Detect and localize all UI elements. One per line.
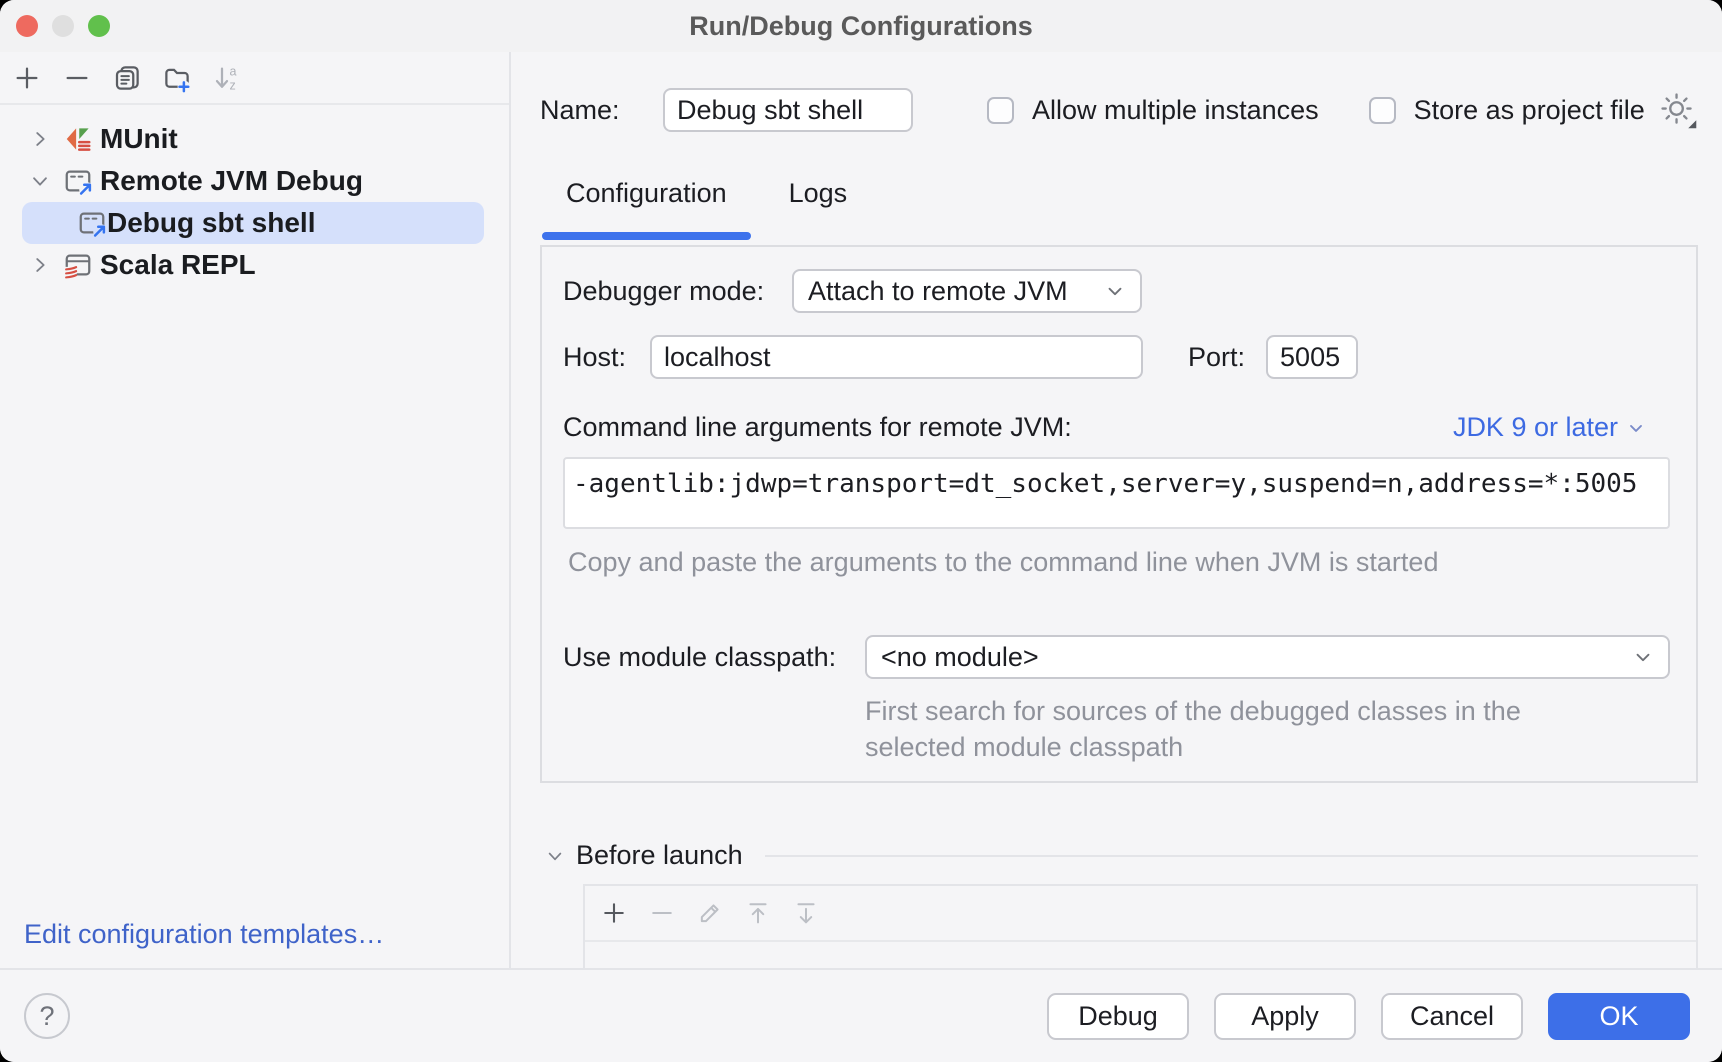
command-line-arguments-value: -agentlib:jdwp=transport=dt_socket,serve… [573,469,1638,499]
arrow-down-from-bar-icon [797,903,815,924]
chevron-down-icon [540,846,570,866]
gear-icon [1661,93,1697,129]
sort-configurations-button[interactable]: a z [212,63,242,93]
plus-icon [604,903,624,923]
add-configuration-button[interactable] [12,63,42,93]
tab-label: Logs [788,178,848,208]
tab-logs[interactable]: Logs [763,178,874,240]
titlebar: Run/Debug Configurations [0,0,1722,52]
cancel-button[interactable]: Cancel [1381,992,1523,1040]
munit-icon [66,128,91,151]
module-classpath-select[interactable]: <no module> [865,635,1670,679]
allow-multiple-instances-label: Allow multiple instances [1032,94,1319,125]
active-tab-underline [542,232,751,240]
remote-jvm-debug-icon [79,212,107,238]
before-launch-section-header[interactable]: Before launch [540,840,1698,871]
plus-icon [16,67,38,88]
scala-repl-icon [64,254,91,280]
tree-item-label: MUnit [100,123,178,154]
name-input[interactable] [663,88,913,132]
tab-label: Configuration [566,178,727,208]
chevron-down-icon [33,177,47,186]
minimize-window-button [52,15,74,37]
before-launch-toolbar [585,886,1696,942]
before-launch-move-down-button [791,898,821,928]
editor-tabs: Configuration Logs [540,178,1698,240]
before-launch-remove-button [647,898,677,928]
tree-item-debug-sbt-shell[interactable]: Debug sbt shell [0,202,509,244]
dialog-footer: ? Debug Apply Cancel OK [0,968,1722,1062]
before-launch-title: Before launch [576,840,743,870]
configurations-sidebar: a z MUnit [0,52,511,968]
help-button[interactable]: ? [24,993,70,1039]
zoom-window-button[interactable] [88,15,110,37]
sort-az-icon: a z [215,64,237,92]
before-launch-edit-button [695,898,725,928]
svg-text:z: z [230,78,236,92]
minus-icon [66,76,88,79]
port-label: Port: [1188,341,1246,372]
allow-multiple-instances-checkbox[interactable] [987,96,1014,124]
section-divider [764,854,1698,857]
debug-button[interactable]: Debug [1047,992,1189,1040]
dialog-title: Run/Debug Configurations [689,10,1033,41]
new-folder-button[interactable] [162,63,192,93]
close-window-button[interactable] [16,15,38,37]
module-classpath-value: <no module> [881,641,1039,672]
sidebar-toolbar: a z [0,52,509,105]
chevron-right-icon [36,132,45,146]
command-line-arguments-field[interactable]: -agentlib:jdwp=transport=dt_socket,serve… [563,457,1670,529]
module-classpath-hint: First search for sources of the debugged… [865,696,1521,762]
tree-item-label: Scala REPL [100,249,256,280]
store-as-project-file-checkbox[interactable] [1368,96,1396,124]
pencil-icon [700,904,719,923]
apply-button[interactable]: Apply [1214,992,1356,1040]
tree-item-remote-jvm-debug[interactable]: Remote JVM Debug [0,160,509,202]
tree-item-label: Remote JVM Debug [100,165,363,196]
minus-icon [652,911,672,915]
configurations-tree: MUnit Remote JVM Debug [0,118,509,286]
before-launch-panel [583,884,1698,968]
tree-item-scala-repl[interactable]: Scala REPL [0,244,509,286]
command-line-arguments-label: Command line arguments for remote JVM: [563,412,1072,442]
command-line-hint: Copy and paste the arguments to the comm… [568,547,1439,577]
remote-jvm-debug-icon [65,170,93,196]
jdk-version-select[interactable]: JDK 9 or later [1453,412,1646,443]
tree-item-label: Debug sbt shell [107,207,316,238]
before-launch-move-up-button [743,898,773,928]
copy-icon [115,65,139,90]
edit-configuration-templates-link[interactable]: Edit configuration templates… [24,919,385,949]
chevron-right-icon [36,258,45,272]
new-folder-icon [165,68,191,93]
copy-configuration-button[interactable] [112,63,142,93]
tree-item-munit[interactable]: MUnit [0,118,509,160]
store-options-button[interactable] [1659,91,1697,129]
name-label: Name: [540,94,620,125]
tab-configuration[interactable]: Configuration [540,178,753,240]
chevron-down-icon [1090,280,1126,302]
chevron-down-icon [1618,646,1654,668]
chevron-down-icon [1630,424,1642,432]
ok-button[interactable]: OK [1548,992,1690,1040]
debugger-mode-value: Attach to remote JVM [808,275,1068,306]
configuration-group-box: Debugger mode: Attach to remote JVM Host… [540,245,1698,783]
question-mark-icon: ? [39,1000,55,1031]
host-label: Host: [563,341,627,372]
before-launch-add-button[interactable] [599,898,629,928]
svg-text:a: a [230,64,237,78]
debugger-mode-select[interactable]: Attach to remote JVM [792,269,1142,313]
arrow-up-to-bar-icon [749,903,767,924]
debugger-mode-label: Debugger mode: [563,275,765,306]
port-input[interactable] [1266,335,1359,379]
module-classpath-label: Use module classpath: [563,641,837,672]
host-input[interactable] [650,335,1143,379]
remove-configuration-button[interactable] [62,63,92,93]
configuration-editor: Name: Allow multiple instances Store as … [513,52,1722,968]
jdk-version-value: JDK 9 or later [1452,412,1618,442]
store-as-project-file-label: Store as project file [1413,94,1645,125]
